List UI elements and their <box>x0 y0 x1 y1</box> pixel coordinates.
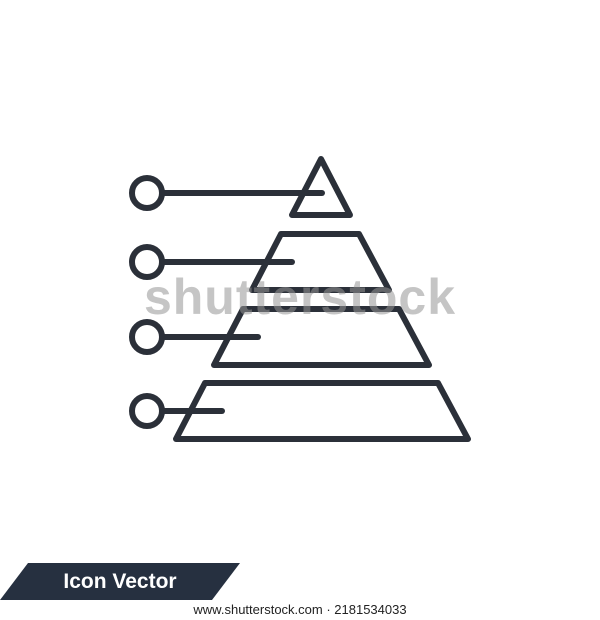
callout-circle-1 <box>129 175 165 211</box>
icon-vector-banner: Icon Vector <box>0 563 240 600</box>
banner-label: Icon Vector <box>63 570 177 593</box>
footer-url: www.shutterstock.com · 2181534033 <box>193 602 407 617</box>
banner-background <box>0 563 240 600</box>
callout-circle-3 <box>129 319 165 355</box>
pyramid-level-1-shape <box>289 156 353 218</box>
pyramid-level-4-shape <box>173 380 471 442</box>
callout-circle-2 <box>129 244 165 280</box>
pyramid-level-3-shape <box>211 306 432 368</box>
pyramid-level-2-shape <box>249 231 392 293</box>
callout-circle-4 <box>129 393 165 429</box>
